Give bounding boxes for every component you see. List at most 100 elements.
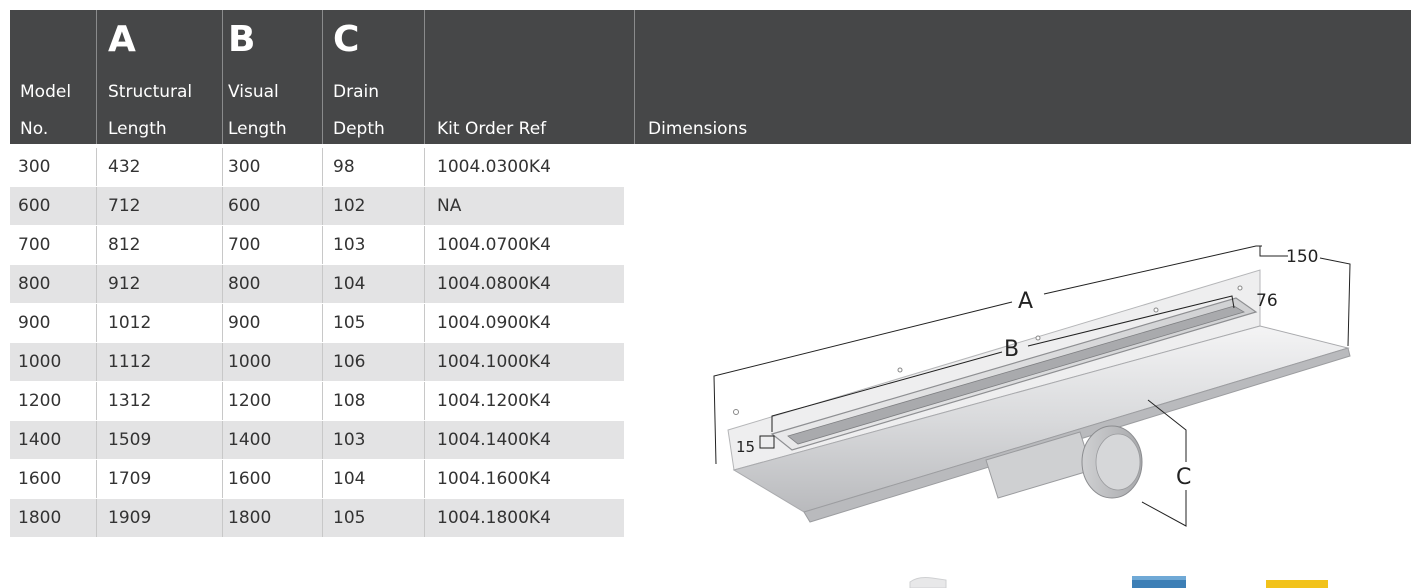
cell-drain-depth: 106: [333, 352, 366, 372]
cell-structural-length: 432: [108, 157, 141, 177]
dimension-line-150: [1319, 257, 1351, 347]
header-model-line1: Model: [20, 82, 72, 102]
row-divider: [222, 304, 223, 342]
fixing-hole: [1153, 307, 1159, 313]
dimension-line-b: [1027, 295, 1235, 347]
fixing-hole: [733, 409, 739, 415]
row-divider: [322, 382, 323, 420]
row-divider: [96, 460, 97, 498]
cell-drain-depth: 104: [333, 469, 366, 489]
row-divider: [424, 304, 425, 342]
cell-structural-length: 1012: [108, 313, 152, 333]
cell-visual-length: 300: [228, 157, 261, 177]
row-divider: [222, 499, 223, 537]
header-b-line1: Visual: [228, 82, 279, 102]
dimension-label-a: A: [1018, 289, 1033, 314]
cell-kit-order-ref: 1004.0700K4: [437, 235, 551, 255]
cell-drain-depth: 102: [333, 196, 366, 216]
header-divider: [96, 10, 97, 144]
cell-structural-length: 1909: [108, 508, 152, 528]
cell-drain-depth: 105: [333, 508, 366, 528]
cell-visual-length: 1800: [228, 508, 272, 528]
cell-drain-depth: 105: [333, 313, 366, 333]
header-a-letter: A: [108, 19, 136, 60]
cell-structural-length: 1709: [108, 469, 152, 489]
row-divider: [96, 226, 97, 264]
header-a-line2: Length: [108, 119, 167, 139]
header-c-line2: Depth: [333, 119, 385, 139]
cell-visual-length: 700: [228, 235, 261, 255]
row-divider: [424, 187, 425, 225]
header-b-line2: Length: [228, 119, 287, 139]
dimension-line-b: [771, 351, 1003, 432]
cell-drain-depth: 108: [333, 391, 366, 411]
table-row: 1600 1709 1600 104 1004.1600K4: [10, 460, 624, 498]
cell-kit-order-ref: 1004.1600K4: [437, 469, 551, 489]
cell-visual-length: 600: [228, 196, 261, 216]
dimension-label-b: B: [1004, 337, 1019, 362]
row-divider: [424, 148, 425, 186]
row-divider: [96, 421, 97, 459]
row-divider: [424, 265, 425, 303]
cell-model: 1600: [18, 469, 62, 489]
fixing-hole: [897, 367, 903, 373]
row-divider: [222, 460, 223, 498]
cell-model: 600: [18, 196, 51, 216]
row-divider: [322, 265, 323, 303]
row-divider: [222, 421, 223, 459]
accessory-image-2-band: [1132, 576, 1186, 580]
cell-structural-length: 912: [108, 274, 141, 294]
row-divider: [222, 382, 223, 420]
header-divider: [322, 10, 323, 144]
row-divider: [322, 187, 323, 225]
drain-outlet-opening: [1095, 433, 1141, 491]
cell-kit-order-ref: 1004.0900K4: [437, 313, 551, 333]
row-divider: [96, 265, 97, 303]
row-divider: [96, 304, 97, 342]
fixing-hole: [1237, 285, 1243, 291]
cell-visual-length: 900: [228, 313, 261, 333]
cell-structural-length: 1509: [108, 430, 152, 450]
dimension-line-150: [1259, 246, 1288, 257]
cell-drain-depth: 103: [333, 430, 366, 450]
cell-kit-order-ref: 1004.1400K4: [437, 430, 551, 450]
table-row: 600 712 600 102 NA: [10, 187, 624, 225]
table-row: 1800 1909 1800 105 1004.1800K4: [10, 499, 624, 537]
cell-model: 800: [18, 274, 51, 294]
header-b-letter: B: [228, 19, 256, 60]
row-divider: [322, 148, 323, 186]
row-divider: [96, 148, 97, 186]
fixing-hole: [1035, 335, 1041, 341]
cell-model: 1000: [18, 352, 62, 372]
table-row: 1000 1112 1000 106 1004.1000K4: [10, 343, 624, 381]
cell-kit-order-ref: 1004.1200K4: [437, 391, 551, 411]
cell-model: 1200: [18, 391, 62, 411]
row-divider: [222, 226, 223, 264]
dimension-line-c: [1147, 399, 1187, 462]
table-row: 900 1012 900 105 1004.0900K4: [10, 304, 624, 342]
row-divider: [322, 499, 323, 537]
cell-structural-length: 812: [108, 235, 141, 255]
cell-kit-order-ref: 1004.1800K4: [437, 508, 551, 528]
row-divider: [322, 460, 323, 498]
dimension-box-15: [759, 435, 775, 449]
cell-drain-depth: 103: [333, 235, 366, 255]
table-header: Model No. A Structural Length B Visual L…: [10, 10, 1411, 144]
drain-dimension-drawing: A B 150 76 15 C: [713, 245, 1351, 588]
cell-kit-order-ref: 1004.0300K4: [437, 157, 551, 177]
header-divider: [424, 10, 425, 144]
row-divider: [96, 382, 97, 420]
dimension-label-15: 15: [736, 438, 755, 456]
cell-kit-order-ref: NA: [437, 196, 462, 216]
row-divider: [96, 343, 97, 381]
header-kit-label: Kit Order Ref: [437, 119, 547, 139]
row-divider: [424, 382, 425, 420]
accessory-thumbnails: [909, 576, 1328, 588]
row-divider: [222, 265, 223, 303]
cell-visual-length: 800: [228, 274, 261, 294]
row-divider: [424, 499, 425, 537]
table-row: 300 432 300 98 1004.0300K4: [10, 148, 624, 186]
cell-structural-length: 712: [108, 196, 141, 216]
header-dimensions-label: Dimensions: [648, 119, 748, 139]
